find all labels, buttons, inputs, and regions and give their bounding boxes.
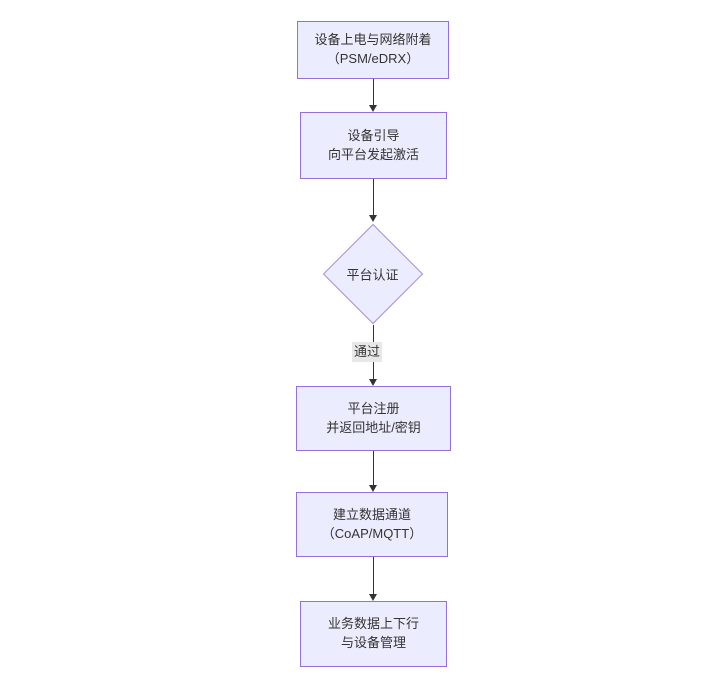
edge-line xyxy=(373,557,374,595)
node-label-line: 并返回地址/密钥 xyxy=(326,419,421,435)
edge-channel-to-business xyxy=(369,557,378,601)
node-label-line: 与设备管理 xyxy=(340,635,406,650)
arrowhead-down-icon xyxy=(369,379,377,386)
node-label-line: （PSM/eDRX） xyxy=(326,51,420,66)
edge-line xyxy=(373,79,374,106)
arrowhead-down-icon xyxy=(369,485,377,492)
node-business-data-mgmt: 业务数据上下行 与设备管理 xyxy=(300,601,447,667)
node-label-line: 业务数据上下行 xyxy=(327,616,419,632)
node-label-line: 建立数据通道 xyxy=(332,506,411,522)
edge-power-to-bootstrap xyxy=(369,79,378,112)
edge-line xyxy=(373,179,374,216)
node-data-channel: 建立数据通道 （CoAP/MQTT） xyxy=(296,492,448,557)
decision-label: 平台认证 xyxy=(346,267,399,282)
edge-register-to-channel xyxy=(369,451,378,492)
edge-line xyxy=(373,451,374,486)
node-platform-register: 平台注册 并返回地址/密钥 xyxy=(296,386,451,451)
node-device-bootstrap: 设备引导 向平台发起激活 xyxy=(300,112,447,179)
decision-platform-auth: 平台认证 xyxy=(322,223,423,324)
arrowhead-down-icon xyxy=(369,215,377,222)
edge-label-pass: 通过 xyxy=(352,342,383,362)
node-label-line: 设备引导 xyxy=(347,127,400,143)
node-label-line: 平台注册 xyxy=(347,400,400,416)
arrowhead-down-icon xyxy=(369,594,377,601)
node-label-line: （CoAP/MQTT） xyxy=(321,525,423,541)
node-label-line: 设备上电与网络附着 xyxy=(314,32,432,48)
edge-bootstrap-to-auth xyxy=(369,179,378,222)
node-device-power-attach: 设备上电与网络附着 （PSM/eDRX） xyxy=(297,21,449,79)
node-label-line: 向平台发起激活 xyxy=(327,146,419,162)
arrowhead-down-icon xyxy=(369,105,377,112)
